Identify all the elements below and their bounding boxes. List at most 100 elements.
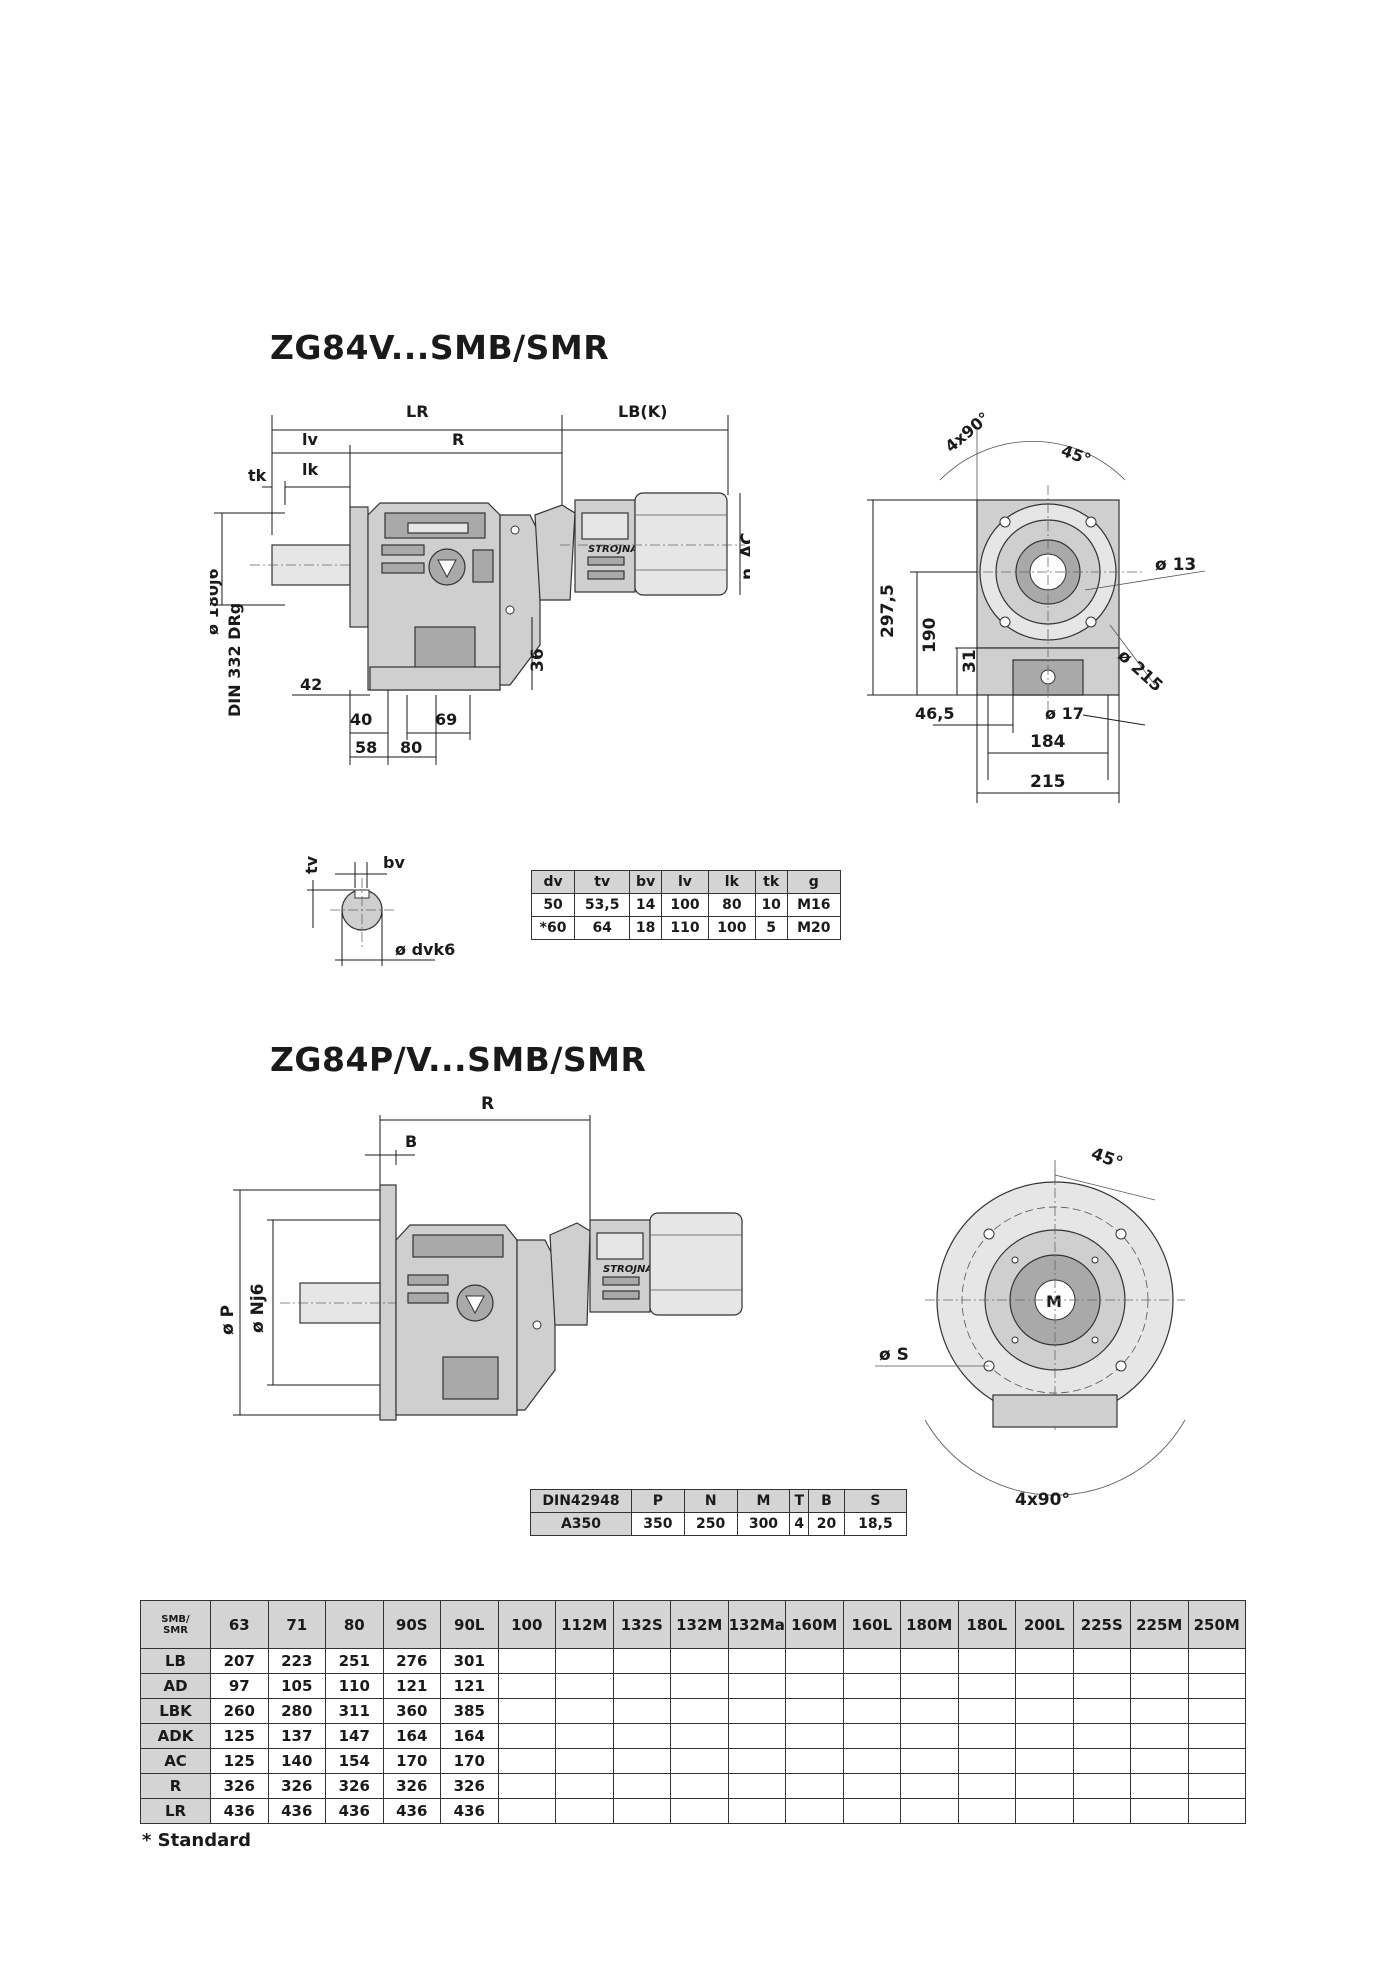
table-cell [612, 1773, 671, 1799]
flange-table-header: M [736, 1489, 791, 1513]
shaft-key-detail: tv bv ø dvk6 [302, 853, 455, 966]
dim-label-p: ø P [218, 1305, 238, 1335]
dim-label-ac: AC [738, 532, 750, 558]
motor-table-header: 160L [842, 1600, 901, 1649]
table-cell [555, 1773, 614, 1799]
motor-table-header: 132Ma [727, 1600, 786, 1649]
table-cell [555, 1673, 614, 1699]
table-cell [785, 1648, 844, 1674]
dim-label-69: 69 [435, 710, 457, 729]
table-cell [555, 1798, 614, 1824]
table-cell [612, 1648, 671, 1674]
table-cell [555, 1723, 614, 1749]
table-cell [727, 1773, 786, 1799]
table-cell: 436 [210, 1798, 269, 1824]
table-cell [1130, 1723, 1189, 1749]
table-cell [957, 1698, 1016, 1724]
table-cell: 97 [210, 1673, 269, 1699]
motor-table-header: 80 [325, 1600, 384, 1649]
table-cell [555, 1648, 614, 1674]
table-cell: 223 [267, 1648, 326, 1674]
table-cell: 140 [267, 1748, 326, 1774]
motor-table-header: 225M [1130, 1600, 1189, 1649]
table-cell: 280 [267, 1698, 326, 1724]
table-cell: 250 [683, 1512, 738, 1536]
drawing-side-view-pv: R B ø P ø Nj6 STROJNA [218, 1095, 743, 1421]
table-cell: 18 [629, 916, 663, 940]
dim-label-dia17: ø 17 [1045, 704, 1084, 723]
table-cell [1015, 1648, 1074, 1674]
table-cell [1072, 1723, 1131, 1749]
flange-table-header: S [843, 1489, 908, 1513]
table-cell [785, 1673, 844, 1699]
table-cell: 154 [325, 1748, 384, 1774]
table-cell: 147 [325, 1723, 384, 1749]
table-row: *60 64 18 110 100 5 M20 [530, 916, 842, 940]
table-cell: 121 [382, 1673, 441, 1699]
table-cell: 326 [325, 1773, 384, 1799]
motor-table-header: 132M [670, 1600, 729, 1649]
table-cell: 436 [267, 1798, 326, 1824]
table-cell [1072, 1698, 1131, 1724]
motor-table-header: 63 [210, 1600, 269, 1649]
corner-top: SMB/ [161, 1613, 190, 1625]
dim-label-n: ø Nj6 [248, 1284, 268, 1333]
table-cell [1187, 1723, 1246, 1749]
dim-label-45-pv: 45° [1088, 1144, 1125, 1174]
table-cell: 110 [325, 1673, 384, 1699]
table-cell: 125 [210, 1723, 269, 1749]
brand-label-top: STROJNA [588, 544, 638, 555]
table-cell: 80 [707, 893, 756, 917]
table-cell [1015, 1698, 1074, 1724]
table-cell: 326 [210, 1773, 269, 1799]
motor-table-header: 90S [382, 1600, 441, 1649]
flange-table-header: T [789, 1489, 810, 1513]
table-cell [727, 1673, 786, 1699]
row-label: ADK [140, 1723, 211, 1749]
table-cell: 436 [382, 1798, 441, 1824]
dim-label-tk: tk [248, 466, 267, 485]
table-cell [612, 1748, 671, 1774]
dim-label-r-pv: R [481, 1095, 494, 1114]
table-cell [957, 1773, 1016, 1799]
table-cell: 207 [210, 1648, 269, 1674]
table-cell: 360 [382, 1698, 441, 1724]
dim-label-dia13: ø 13 [1155, 555, 1196, 575]
table-cell [612, 1698, 671, 1724]
table-cell [727, 1648, 786, 1674]
dim-label-lr: LR [406, 402, 429, 421]
table-cell: 10 [754, 893, 788, 917]
shaft-table-header: tk [754, 870, 788, 894]
dim-label-lbk: LB(K) [618, 402, 667, 421]
shaft-table-header: tv [574, 870, 631, 894]
shaft-dimensions-table: dv tv bv lv lk tk g 50 53,5 14 100 80 10… [530, 870, 842, 940]
table-cell: 64 [574, 916, 631, 940]
motor-table-corner: SMB/SMR [140, 1600, 211, 1649]
table-cell [1187, 1698, 1246, 1724]
table-cell [1072, 1798, 1131, 1824]
table-cell [1130, 1773, 1189, 1799]
dim-label-shaft-dia: ø 180j6 [210, 568, 222, 635]
shaft-table-header: lv [661, 870, 709, 894]
table-cell [1015, 1773, 1074, 1799]
flange-label-m: M [1046, 1292, 1062, 1311]
table-cell [612, 1798, 671, 1824]
table-cell [612, 1723, 671, 1749]
table-cell: 170 [440, 1748, 499, 1774]
shaft-table-header: bv [629, 870, 663, 894]
table-row: A350 350 250 300 4 20 18,5 [530, 1512, 908, 1536]
table-cell: 436 [325, 1798, 384, 1824]
table-cell: 18,5 [843, 1512, 908, 1536]
table-cell [957, 1798, 1016, 1824]
table-cell [900, 1673, 959, 1699]
table-cell [497, 1648, 556, 1674]
motor-table-header: 225S [1072, 1600, 1131, 1649]
table-cell: A350 [530, 1512, 632, 1536]
table-cell [670, 1798, 729, 1824]
motor-table-header: 71 [267, 1600, 326, 1649]
